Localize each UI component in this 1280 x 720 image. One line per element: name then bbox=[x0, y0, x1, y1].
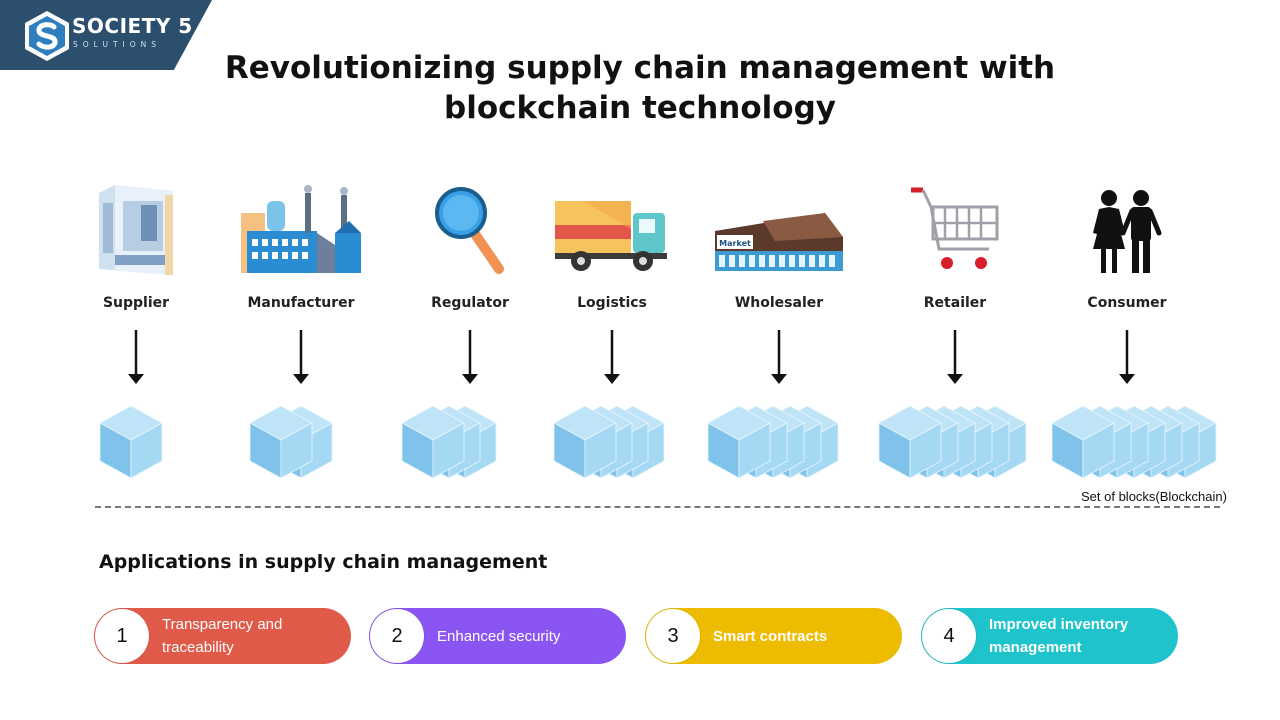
truck-icon bbox=[555, 201, 667, 271]
people-icon bbox=[1093, 190, 1162, 273]
participant-manufacturer: Manufacturer bbox=[221, 175, 381, 384]
magnifier-icon bbox=[435, 187, 504, 274]
market-icon: Market bbox=[715, 213, 843, 271]
brand-subtitle: SOLUTIONS bbox=[73, 40, 162, 49]
participant-label: Supplier bbox=[102, 295, 170, 311]
applications-heading: Applications in supply chain management bbox=[99, 551, 548, 573]
blockchain-label: Set of blocks(Blockchain) bbox=[1081, 489, 1227, 504]
application-pill-3: 3 Smart contracts bbox=[645, 608, 902, 664]
cart-icon bbox=[911, 187, 999, 269]
down-arrow-icon bbox=[604, 330, 620, 384]
participant-label: Wholesaler bbox=[734, 295, 824, 311]
dashed-divider bbox=[95, 506, 1220, 508]
participant-logistics: Logistics bbox=[532, 175, 692, 384]
application-text: Improved inventory management bbox=[989, 616, 1129, 656]
down-arrow-icon bbox=[462, 330, 478, 384]
participant-label: Manufacturer bbox=[247, 295, 355, 311]
down-arrow-icon bbox=[771, 330, 787, 384]
block-stack-regulator bbox=[400, 404, 498, 480]
participant-wholesaler: Market Wholesaler bbox=[699, 175, 859, 384]
brand-logo: SOCIETY 5 SOLUTIONS bbox=[0, 0, 212, 70]
block-cube bbox=[553, 405, 617, 479]
down-arrow-icon bbox=[293, 330, 309, 384]
block-stack-retailer bbox=[877, 404, 1028, 480]
block-stack-logistics bbox=[552, 404, 666, 480]
application-text: Enhanced security bbox=[437, 627, 561, 645]
down-arrow-icon bbox=[1119, 330, 1135, 384]
block-stack-manufacturer bbox=[248, 404, 334, 480]
block-cube bbox=[707, 405, 771, 479]
block-stack-consumer bbox=[1050, 404, 1218, 480]
participant-label: Consumer bbox=[1087, 295, 1167, 311]
participant-label: Logistics bbox=[577, 295, 647, 311]
application-pill-2: 2 Enhanced security bbox=[369, 608, 626, 664]
building-icon bbox=[99, 185, 173, 275]
participant-label: Retailer bbox=[923, 295, 987, 311]
page-title: Revolutionizing supply chain management … bbox=[200, 48, 1080, 128]
brand-name: SOCIETY 5 bbox=[72, 14, 193, 38]
block-cube bbox=[1051, 405, 1115, 479]
application-number: 2 bbox=[370, 609, 424, 663]
participant-label: Regulator bbox=[431, 295, 509, 311]
application-text: Smart contracts bbox=[713, 627, 828, 645]
title-line-1: Revolutionizing supply chain management … bbox=[224, 50, 1056, 86]
logo-badge-icon bbox=[25, 11, 69, 61]
factory-icon bbox=[241, 185, 361, 273]
market-sign: Market bbox=[719, 239, 751, 248]
down-arrow-icon bbox=[947, 330, 963, 384]
participant-retailer: Retailer bbox=[875, 175, 1035, 384]
block-cube bbox=[401, 405, 465, 479]
application-number: 3 bbox=[646, 609, 700, 663]
application-pill-1: 1 Transparency and traceability bbox=[94, 608, 351, 664]
block-stack-supplier bbox=[98, 404, 164, 480]
block-cube bbox=[99, 405, 163, 479]
application-number: 1 bbox=[95, 609, 149, 663]
block-cube bbox=[249, 405, 313, 479]
down-arrow-icon bbox=[128, 330, 144, 384]
title-line-2: blockchain technology bbox=[444, 90, 836, 126]
participant-consumer: Consumer bbox=[1047, 175, 1207, 384]
participant-regulator: Regulator bbox=[390, 175, 550, 384]
application-text: Transparency and traceability bbox=[162, 616, 283, 656]
block-cube bbox=[878, 405, 942, 479]
application-pill-4: 4 Improved inventory management bbox=[921, 608, 1178, 664]
application-number: 4 bbox=[922, 609, 976, 663]
block-stack-wholesaler bbox=[706, 404, 840, 480]
participant-supplier: Supplier bbox=[56, 175, 216, 384]
